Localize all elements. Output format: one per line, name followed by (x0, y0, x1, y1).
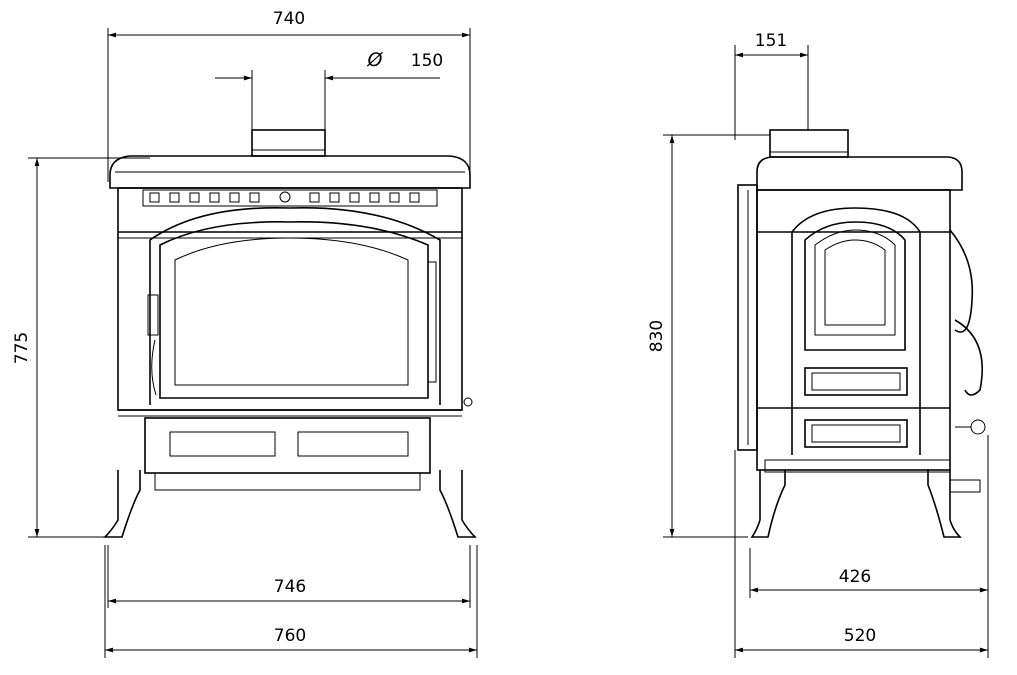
dimension-flue-diameter: Ø 150 (215, 49, 443, 130)
front-view: 740 Ø 150 775 746 760 (12, 9, 478, 658)
side-view: 151 830 426 520 (647, 31, 989, 658)
dimension-label-426: 426 (839, 567, 871, 587)
diameter-symbol: Ø (367, 49, 384, 71)
front-stove-outline (103, 129, 477, 538)
dimension-label-520: 520 (844, 626, 876, 646)
dimension-width-top: 740 (107, 9, 471, 182)
dimension-label-740: 740 (273, 9, 305, 29)
decorative-tiles (149, 191, 420, 203)
dimension-label-151: 151 (755, 31, 787, 51)
dimension-label-150: 150 (411, 51, 443, 71)
dimension-label-775: 775 (12, 332, 32, 364)
side-stove-outline (737, 129, 986, 538)
dimension-label-830: 830 (647, 320, 667, 352)
dimension-label-760: 760 (274, 626, 306, 646)
dimension-width-bottom: 746 760 (104, 545, 478, 658)
dimension-height-side: 830 (647, 134, 770, 538)
dimension-height-front: 775 (12, 157, 150, 538)
dimension-flue-offset: 151 (734, 31, 809, 140)
dimension-depth: 426 520 (734, 435, 989, 658)
dimension-label-746: 746 (274, 577, 306, 597)
